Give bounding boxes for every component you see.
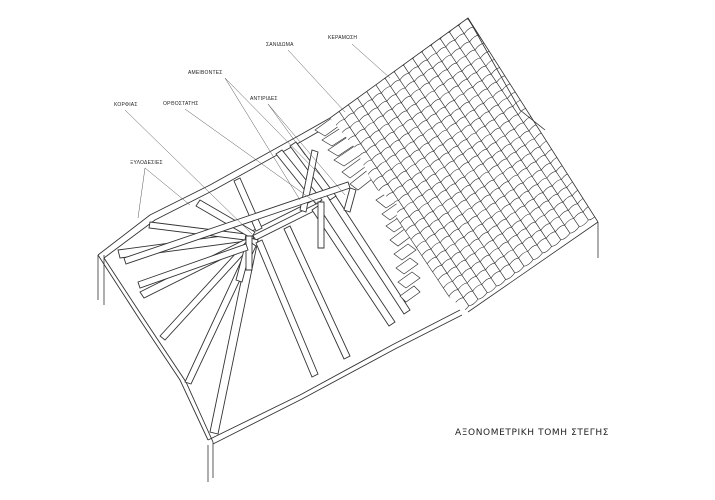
label-antirides: ΑΝΤΙΡΙΔΕΣ — [250, 96, 278, 102]
label-ameivontes: ΑΜΕΙΒΟΝΤΕΣ — [188, 70, 223, 76]
roof-tile — [493, 29, 509, 46]
roof-tile — [572, 128, 588, 144]
roof-tile — [574, 151, 590, 167]
roof-tile — [559, 149, 575, 166]
roof-tile — [561, 112, 577, 128]
roof-tile — [601, 192, 616, 207]
roof-tile — [570, 165, 586, 182]
tie-beams — [123, 181, 351, 289]
roof-tile — [586, 190, 598, 206]
roof-tile — [575, 174, 591, 190]
roof-tile — [502, 23, 518, 39]
roof-tile — [518, 47, 534, 63]
label-orthostatis: ΟΡΘΟΣΤΑΤΗΣ — [163, 101, 199, 107]
roof-tile — [577, 136, 594, 152]
roof-tile — [557, 126, 574, 143]
roof-tile — [600, 169, 615, 184]
roof-tile — [507, 31, 523, 47]
roof-tile — [605, 177, 620, 192]
roof-tile — [541, 102, 557, 119]
roof-tile — [476, 18, 493, 21]
roof-tile — [537, 117, 554, 133]
roof-tile — [590, 175, 598, 191]
roof-tile — [534, 71, 550, 88]
roof-tile — [545, 87, 561, 104]
roof-tile — [563, 135, 579, 151]
roof-tile — [498, 37, 514, 54]
roof-tile — [594, 160, 598, 177]
tile-edge — [329, 17, 599, 313]
roof-tile — [503, 45, 520, 62]
roof-tile — [509, 54, 525, 70]
roof-tile — [556, 104, 572, 120]
roof-tile — [591, 198, 598, 214]
label-korfias: ΚΟΡΦΙΑΣ — [114, 102, 138, 108]
roof-tile — [579, 159, 595, 175]
roof-tile — [548, 133, 564, 149]
gable-wall-lines — [97, 222, 599, 482]
wall-plate — [97, 117, 463, 445]
roof-tile — [530, 86, 547, 102]
roof-tile — [486, 0, 501, 14]
roof-tile — [487, 21, 503, 38]
roof-tile — [583, 144, 598, 161]
label-xylodesies: ΞΥΛΟΔΕΣΙΕΣ — [130, 160, 163, 166]
roof-tile — [536, 94, 552, 110]
roof-tile — [568, 143, 584, 159]
roof-tile — [523, 55, 540, 71]
roof-tile — [543, 125, 559, 141]
roof-tile — [540, 79, 556, 96]
leader-lines — [124, 43, 391, 235]
roof-tile — [525, 78, 541, 94]
roof-tile — [564, 157, 581, 174]
roof-tile — [520, 70, 536, 86]
roof-tile — [513, 39, 529, 55]
roof-tile — [581, 182, 597, 198]
roof-tile — [529, 63, 545, 80]
roof-tile — [496, 18, 513, 31]
roof-tile — [491, 18, 507, 23]
roof-tile — [547, 110, 563, 127]
label-keramosi: ΚΕΡΑΜΩΣΗ — [328, 35, 358, 41]
label-sanidoma: ΣΑΝΙΔΩΜΑ — [266, 42, 294, 48]
roof-tile — [554, 141, 570, 158]
roof-tile — [482, 18, 498, 29]
roof-tile — [584, 167, 598, 183]
rafters — [117, 141, 411, 435]
roof-tile — [611, 186, 626, 201]
king-post — [245, 201, 325, 271]
roof-tile — [552, 118, 568, 135]
roof-tile — [514, 62, 530, 78]
roof-tile — [550, 96, 567, 112]
roof-tile — [588, 152, 598, 169]
roof-tile — [595, 183, 598, 200]
roof-tile — [567, 120, 583, 136]
drawing-caption: ΑΞΟΝΟΜΕΤΡΙΚΗ ΤΟΜΗ ΣΤΕΓΗΣ — [455, 428, 610, 438]
